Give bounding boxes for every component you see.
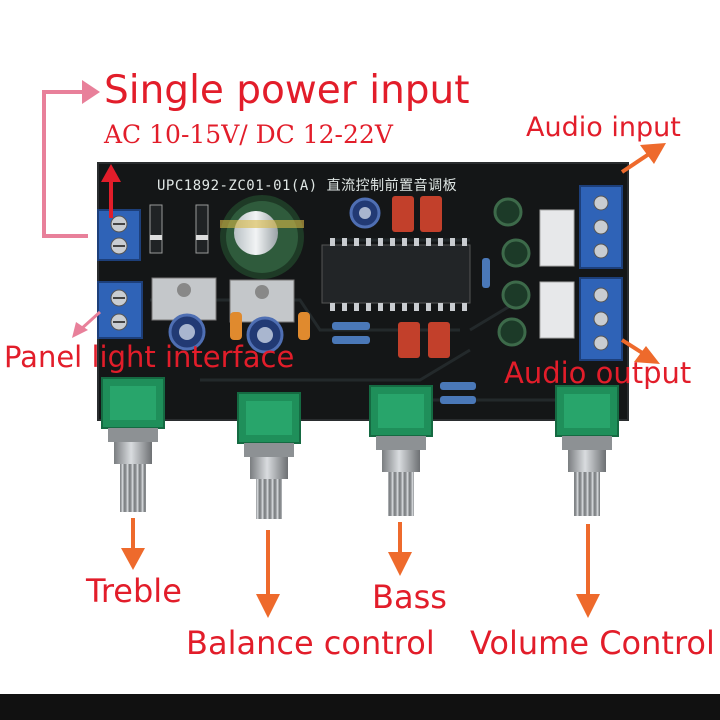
pcb-marking-text: UPC1892-ZC01-01(A) 直流控制前置音调板: [157, 178, 458, 194]
bottom-bar: [0, 694, 720, 720]
film-capacitors: [392, 196, 450, 358]
audio-input-connector: [539, 185, 623, 269]
balance-potentiometer: [237, 392, 301, 519]
power-input-arrow: [42, 80, 100, 238]
filter-capacitor: [220, 195, 304, 279]
bass-potentiometer: [369, 385, 433, 516]
volume-label: Volume Control: [470, 624, 715, 662]
treble-label: Treble: [86, 572, 182, 610]
bass-label: Bass: [372, 578, 447, 616]
volume-potentiometer: [555, 385, 619, 516]
voltage-regulators: [151, 277, 295, 323]
resistors: [332, 258, 490, 404]
bass-arrow: [388, 522, 412, 576]
balance-arrow: [256, 530, 280, 618]
audio-output-label: Audio output: [504, 356, 692, 390]
power-up-arrow: [101, 164, 121, 218]
panel-light-terminal: [97, 281, 143, 339]
small-capacitors: [168, 197, 381, 354]
power-spec-text: AC 10-15V/ DC 12-22V: [104, 120, 393, 149]
audio-output-arrow: [620, 338, 660, 364]
balance-label: Balance control: [186, 624, 435, 662]
audio-input-arrow: [620, 143, 666, 174]
panel-light-label: Panel light interface: [4, 340, 295, 374]
audio-output-connector: [539, 277, 623, 361]
audio-input-label: Audio input: [526, 112, 681, 143]
ic-chip: [321, 238, 471, 311]
green-capacitors: [493, 197, 531, 347]
treble-arrow: [121, 518, 145, 570]
power-input-title: Single power input: [104, 68, 470, 113]
power-terminal: [97, 209, 141, 261]
treble-potentiometer: [101, 377, 165, 512]
panel-light-arrow: [72, 310, 102, 338]
volume-arrow: [576, 524, 600, 618]
diodes: [149, 204, 209, 254]
